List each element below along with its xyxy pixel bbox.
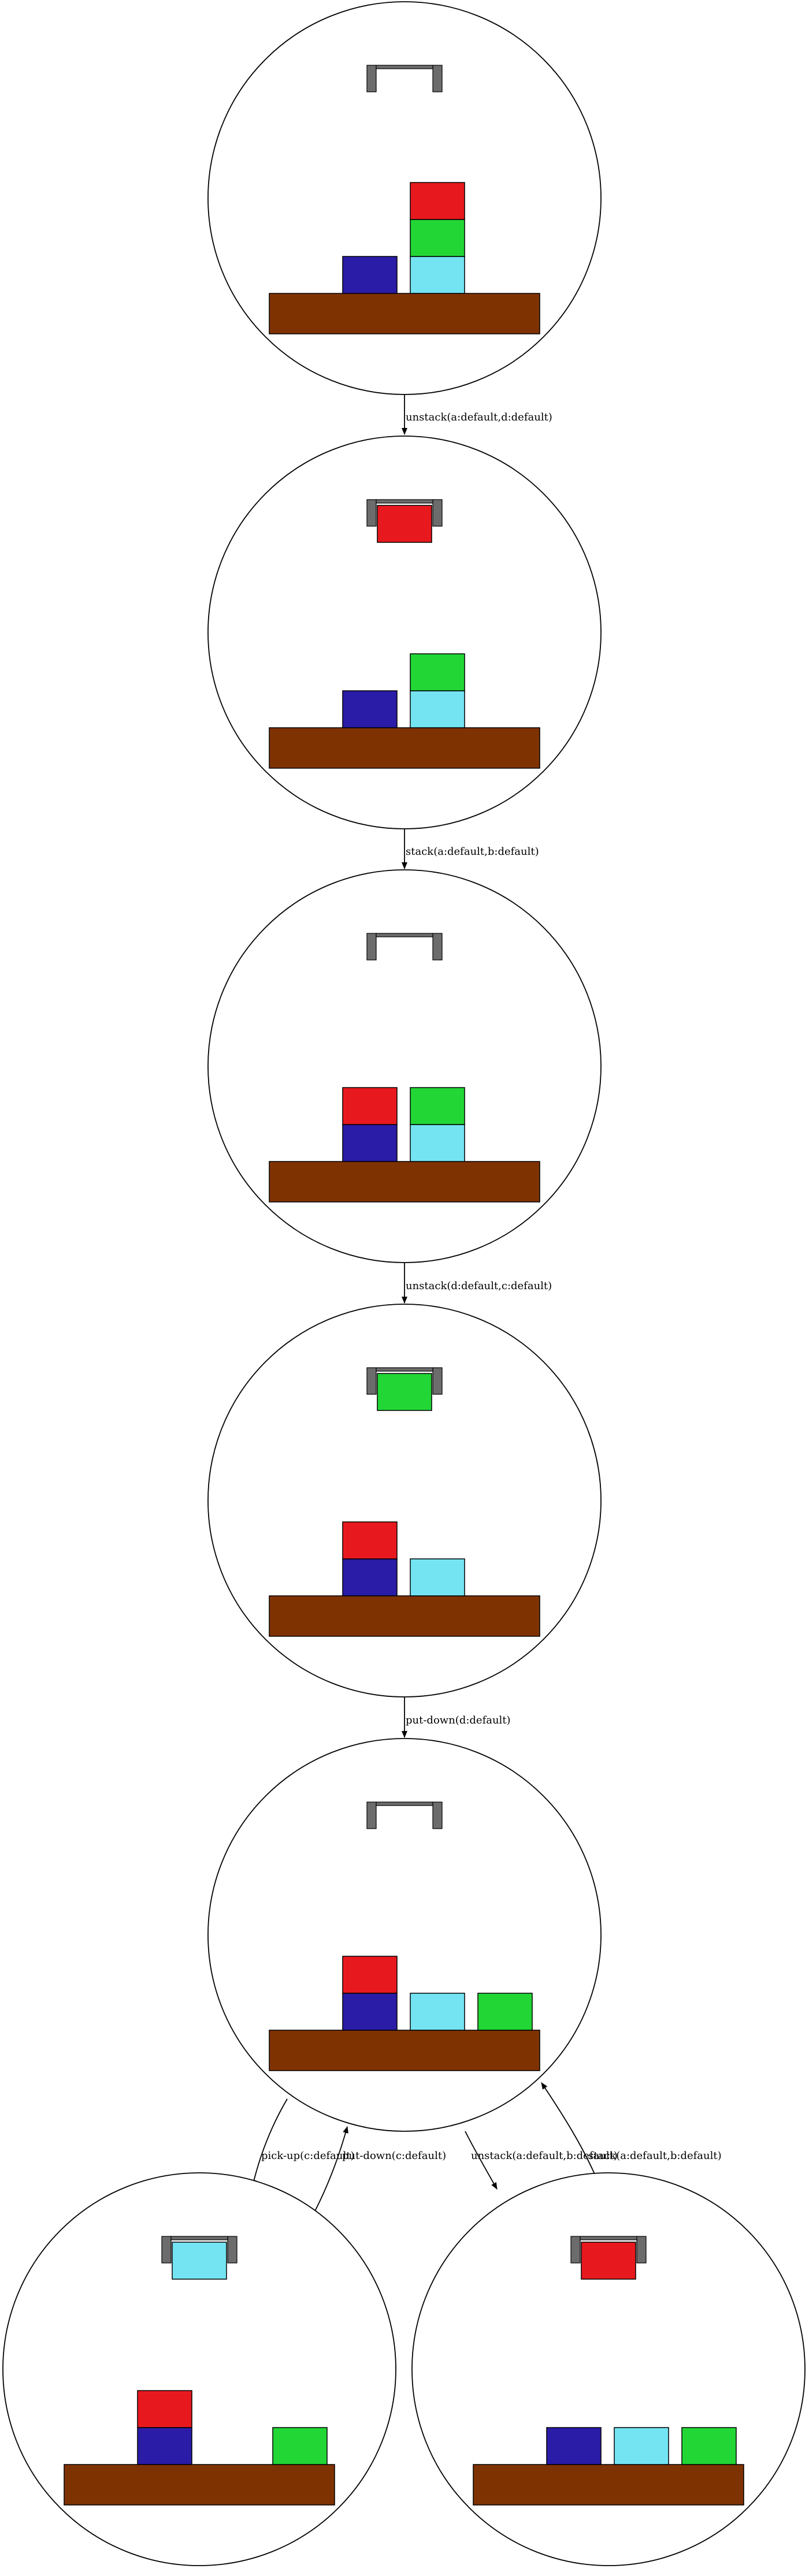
gripper-left-finger (570, 2236, 581, 2264)
gripper-left-finger (366, 499, 377, 527)
gripper-left-finger (366, 65, 377, 92)
state-circle (207, 435, 602, 829)
block-navy (342, 256, 398, 294)
state-5 (207, 1738, 602, 2132)
block-green (410, 219, 465, 257)
block-navy (342, 1993, 398, 2031)
block-cyan (410, 690, 465, 728)
gripper-left-finger (161, 2236, 172, 2264)
block-green (410, 1087, 465, 1125)
state-3 (207, 869, 602, 1263)
held-block-green (377, 1373, 432, 1411)
gripper-icon (366, 1367, 443, 1411)
gripper-right-finger (636, 2236, 647, 2264)
state-circle (207, 1304, 602, 1698)
block-navy (137, 2427, 192, 2465)
gripper-right-finger (432, 499, 443, 527)
edge-put-down-c: put-down(c:default) (313, 2126, 446, 2215)
table-surface (269, 2030, 540, 2071)
edge-pick-up-c: pick-up(c:default) (251, 2098, 355, 2187)
gripper-bar (376, 1801, 433, 1806)
block-navy (546, 2427, 602, 2465)
gripper-bar (376, 933, 433, 937)
block-cyan (410, 1558, 465, 1596)
gripper-icon (366, 1801, 443, 1829)
gripper-right-finger (227, 2236, 237, 2264)
gripper-bar (376, 65, 433, 69)
held-block-red (581, 2242, 636, 2280)
gripper-icon (570, 2236, 647, 2280)
block-red (342, 1521, 398, 1559)
gripper-bar (170, 2236, 228, 2240)
edge-label-put-down-c: put-down(c:default) (342, 2150, 446, 2162)
gripper-right-finger (432, 65, 443, 92)
edge-put-down-d: put-down(d:default) (402, 1697, 511, 1738)
table-surface (473, 2464, 744, 2506)
state-4 (207, 1304, 602, 1698)
state-7 (411, 2172, 806, 2566)
block-red (410, 182, 465, 220)
block-cyan (614, 2427, 669, 2465)
gripper-icon (161, 2236, 237, 2280)
edge-unstack-a-d: unstack(a:default,d:default) (402, 394, 552, 435)
block-green (681, 2427, 737, 2465)
block-red (342, 1087, 398, 1125)
gripper-right-finger (432, 1367, 443, 1395)
table-surface (269, 1595, 540, 1637)
gripper-icon (366, 933, 443, 961)
held-block-red (377, 505, 432, 543)
gripper-left-finger (366, 933, 377, 961)
state-2 (207, 435, 602, 829)
table-surface (269, 727, 540, 769)
state-circle (411, 2172, 806, 2566)
state-circle (2, 2172, 396, 2566)
edge-label-put-down-d: put-down(d:default) (406, 1714, 511, 1726)
gripper-icon (366, 499, 443, 543)
edge-label-stack-a-b-return: stack(a:default,b:default) (588, 2150, 722, 2162)
table-surface (269, 293, 540, 334)
block-navy (342, 1558, 398, 1596)
block-cyan (410, 1124, 465, 1162)
edge-label-unstack-d-c: unstack(d:default,c:default) (406, 1280, 552, 1292)
gripper-right-finger (432, 1801, 443, 1829)
block-cyan (410, 256, 465, 294)
table-surface (64, 2464, 335, 2506)
edge-unstack-d-c: unstack(d:default,c:default) (402, 1263, 552, 1304)
table-surface (269, 1161, 540, 1203)
edge-label-unstack-a-d: unstack(a:default,d:default) (406, 411, 552, 423)
edge-stack-a-b-2: stack(a:default,b:default) (541, 2082, 722, 2180)
gripper-bar (376, 499, 433, 504)
edge-label-stack-a-b: stack(a:default,b:default) (406, 846, 539, 858)
edge-stack-a-b-1: stack(a:default,b:default) (402, 828, 539, 869)
block-green (477, 1993, 533, 2031)
edge-arrow (541, 2082, 598, 2180)
state-circle (207, 1, 602, 395)
held-block-cyan (172, 2242, 227, 2280)
block-navy (342, 690, 398, 728)
state-1 (207, 1, 602, 395)
gripper-bar (376, 1367, 433, 1372)
gripper-left-finger (366, 1367, 377, 1395)
state-6 (2, 2172, 396, 2566)
edge-label-pick-up-c: pick-up(c:default) (261, 2150, 355, 2162)
block-navy (342, 1124, 398, 1162)
block-cyan (410, 1993, 465, 2031)
edge-unstack-a-b: unstack(a:default,b:default) (465, 2131, 618, 2190)
edge-label-unstack-a-b: unstack(a:default,b:default) (471, 2150, 618, 2162)
edge-arrow (251, 2098, 288, 2187)
block-green (272, 2427, 328, 2465)
block-green (410, 653, 465, 691)
gripper-right-finger (432, 933, 443, 961)
gripper-icon (366, 65, 443, 92)
edge-arrow (313, 2126, 348, 2215)
state-circle (207, 869, 602, 1263)
state-circle (207, 1738, 602, 2132)
block-red (342, 1956, 398, 1994)
gripper-left-finger (366, 1801, 377, 1829)
block-red (137, 2390, 192, 2428)
edge-arrow (465, 2131, 498, 2190)
gripper-bar (580, 2236, 637, 2240)
